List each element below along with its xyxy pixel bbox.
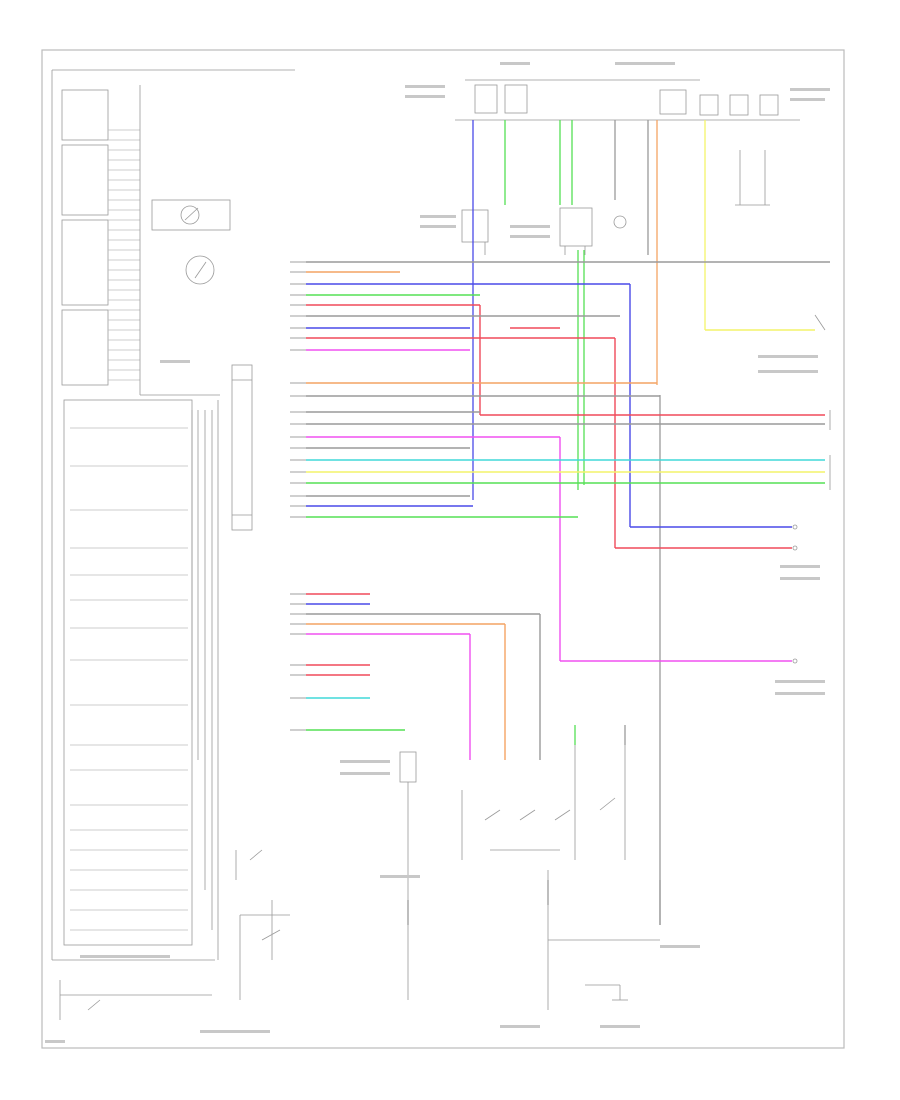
combination-meter [51,69,295,1020]
diagram-frame [41,49,845,1049]
label-marks [45,62,830,1043]
top-vertical-wires [472,120,706,925]
connector-pins [290,261,306,731]
right-terminals [792,314,831,664]
main-harness-wires [306,261,830,760]
top-power-section [455,79,800,255]
lower-center-components [399,740,660,1010]
lower-wire-stubs [407,725,661,925]
